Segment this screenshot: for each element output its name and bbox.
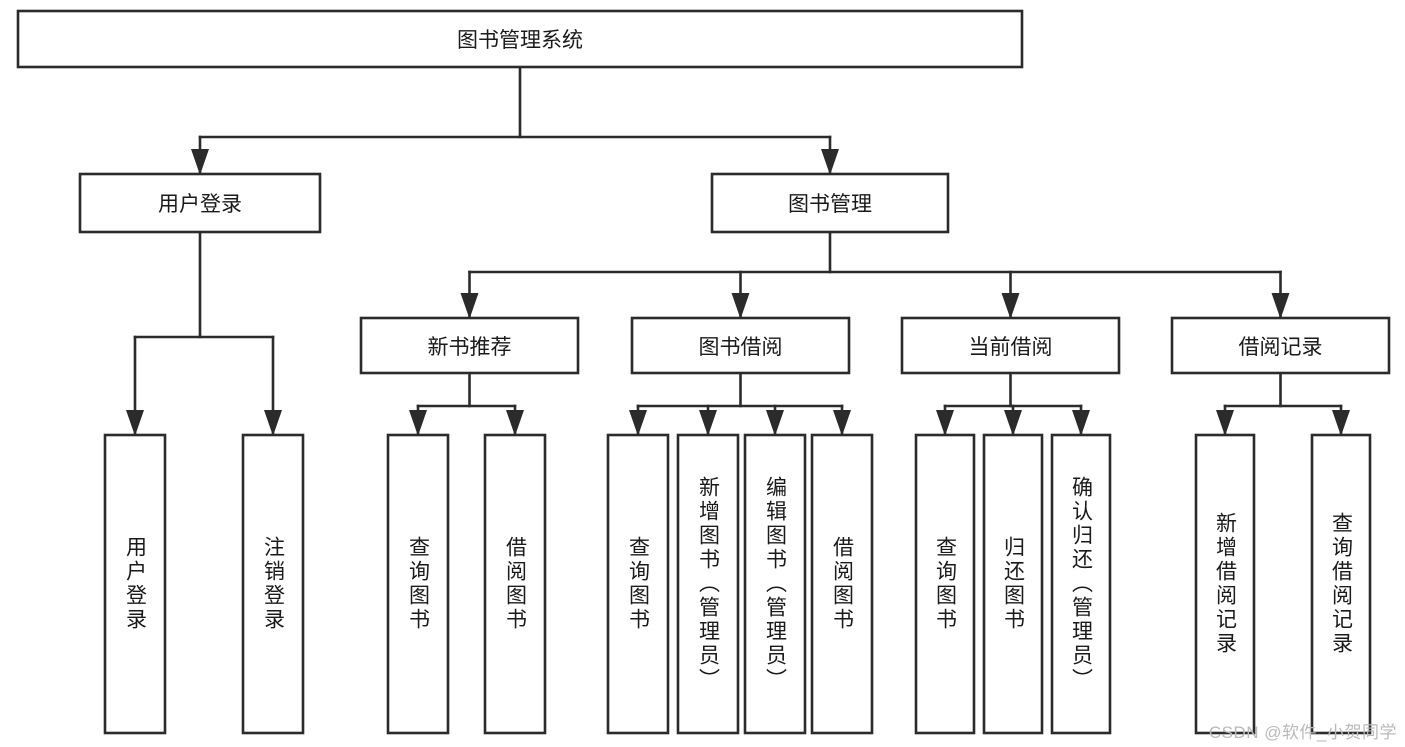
- node-root[interactable]: [18, 11, 1022, 67]
- node-book_borrow[interactable]: [632, 318, 849, 373]
- node-leaf_query_2[interactable]: [608, 435, 668, 733]
- node-box-leaf_edit_book[interactable]: [743, 433, 807, 735]
- node-box-leaf_logout[interactable]: [241, 433, 305, 735]
- arrow-head-icon: [460, 293, 479, 319]
- node-box-leaf_borrow_2[interactable]: [810, 433, 874, 735]
- node-box-leaf_add_book[interactable]: [676, 433, 740, 735]
- arrow-head-icon: [191, 149, 209, 175]
- arrow-head-icon: [1072, 410, 1090, 436]
- node-box-borrow_record[interactable]: [1170, 316, 1391, 375]
- node-box-leaf_query_rec[interactable]: [1310, 433, 1372, 735]
- arrow-head-icon: [936, 410, 954, 436]
- node-borrow_record[interactable]: [1172, 318, 1389, 373]
- node-leaf_borrow_2[interactable]: [812, 435, 872, 733]
- arrow-head-icon: [833, 410, 851, 436]
- node-box-book_borrow[interactable]: [630, 316, 851, 375]
- node-leaf_return[interactable]: [984, 435, 1042, 733]
- node-box-leaf_borrow_1[interactable]: [483, 433, 547, 735]
- node-box-leaf_return[interactable]: [982, 433, 1044, 735]
- node-leaf_logout[interactable]: [243, 435, 303, 733]
- arrow-head-icon: [1216, 410, 1234, 436]
- node-box-leaf_user_login[interactable]: [103, 433, 167, 735]
- node-box-leaf_confirm[interactable]: [1050, 433, 1112, 735]
- node-user_login[interactable]: [80, 174, 320, 232]
- arrow-head-icon: [1001, 293, 1020, 319]
- arrow-head-icon: [409, 410, 427, 436]
- edges-layer: [126, 65, 1350, 436]
- arrow-head-icon: [264, 410, 282, 436]
- arrow-head-icon: [1004, 410, 1022, 436]
- node-new_book_rec[interactable]: [361, 318, 578, 373]
- node-leaf_add_book[interactable]: [678, 435, 738, 733]
- arrow-head-icon: [1271, 293, 1290, 319]
- node-leaf_query_rec[interactable]: [1312, 435, 1370, 733]
- arrow-head-icon: [506, 410, 524, 436]
- arrow-head-icon: [766, 410, 784, 436]
- node-leaf_edit_book[interactable]: [745, 435, 805, 733]
- node-box-root[interactable]: [16, 9, 1024, 69]
- nodes-layer: [16, 9, 1391, 735]
- node-box-leaf_add_rec[interactable]: [1194, 433, 1256, 735]
- node-leaf_borrow_1[interactable]: [485, 435, 545, 733]
- node-leaf_user_login[interactable]: [105, 435, 165, 733]
- node-leaf_query_1[interactable]: [388, 435, 448, 733]
- node-box-book_manage[interactable]: [710, 172, 950, 234]
- node-box-current_borrow[interactable]: [900, 316, 1121, 375]
- node-box-user_login[interactable]: [78, 172, 322, 234]
- node-current_borrow[interactable]: [902, 318, 1119, 373]
- arrow-head-icon: [821, 149, 839, 175]
- node-book_manage[interactable]: [712, 174, 948, 232]
- node-leaf_query_3[interactable]: [916, 435, 974, 733]
- arrow-head-icon: [629, 410, 647, 436]
- arrow-head-icon: [126, 410, 144, 436]
- node-box-leaf_query_1[interactable]: [386, 433, 450, 735]
- arrow-head-icon: [1332, 410, 1350, 436]
- arrow-head-icon: [731, 293, 750, 319]
- node-box-leaf_query_2[interactable]: [606, 433, 670, 735]
- arrow-head-icon: [699, 410, 717, 436]
- node-leaf_confirm[interactable]: [1052, 435, 1110, 733]
- node-leaf_add_rec[interactable]: [1196, 435, 1254, 733]
- node-box-leaf_query_3[interactable]: [914, 433, 976, 735]
- node-box-new_book_rec[interactable]: [359, 316, 580, 375]
